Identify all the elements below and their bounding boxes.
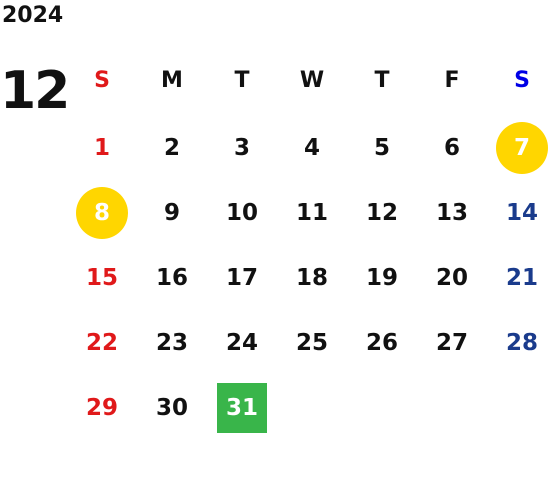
day-cell-8-highlighted[interactable]: 8 [67, 180, 137, 245]
day-number: 17 [225, 264, 258, 291]
day-cell-1[interactable]: 1 [67, 115, 137, 180]
day-number: 14 [505, 199, 538, 226]
day-number: 31 [225, 394, 258, 421]
weekday-header-thursday: T [347, 45, 417, 115]
day-cell-6[interactable]: 6 [417, 115, 487, 180]
weekday-header-monday: M [137, 45, 207, 115]
day-number: 10 [225, 199, 258, 226]
day-cell-5[interactable]: 5 [347, 115, 417, 180]
day-cell-12[interactable]: 12 [347, 180, 417, 245]
empty-cell [347, 375, 417, 440]
day-cell-22[interactable]: 22 [67, 310, 137, 375]
day-cell-17[interactable]: 17 [207, 245, 277, 310]
day-number: 28 [505, 329, 538, 356]
day-number: 2 [163, 134, 180, 161]
day-cell-4[interactable]: 4 [277, 115, 347, 180]
day-cell-27[interactable]: 27 [417, 310, 487, 375]
empty-cell [487, 375, 548, 440]
month-label: 12 [0, 61, 70, 121]
day-cell-9[interactable]: 9 [137, 180, 207, 245]
weekday-label: T [234, 67, 250, 93]
weekday-label: S [514, 67, 530, 93]
day-number: 25 [295, 329, 328, 356]
day-number: 26 [365, 329, 398, 356]
day-number: 30 [155, 394, 188, 421]
weekday-header-friday: F [417, 45, 487, 115]
day-cell-20[interactable]: 20 [417, 245, 487, 310]
day-cell-18[interactable]: 18 [277, 245, 347, 310]
weekday-header-wednesday: W [277, 45, 347, 115]
weekday-label: T [374, 67, 390, 93]
calendar-grid: S M T W T F S 1 2 3 4 5 6 7 8 9 10 11 12… [67, 45, 548, 440]
weekday-header-sunday: S [67, 45, 137, 115]
weekday-label: M [161, 67, 183, 93]
weekday-header-saturday: S [487, 45, 548, 115]
year-label: 2024 [2, 3, 64, 28]
weekday-label: W [299, 67, 325, 93]
day-number: 22 [85, 329, 118, 356]
day-number: 13 [435, 199, 468, 226]
day-cell-26[interactable]: 26 [347, 310, 417, 375]
day-number: 11 [295, 199, 328, 226]
day-number: 24 [225, 329, 258, 356]
day-number: 12 [365, 199, 398, 226]
day-number: 16 [155, 264, 188, 291]
day-number: 19 [365, 264, 398, 291]
day-number: 1 [93, 134, 110, 161]
day-cell-21[interactable]: 21 [487, 245, 548, 310]
day-number: 6 [443, 134, 460, 161]
day-number: 9 [163, 199, 180, 226]
day-number: 5 [373, 134, 390, 161]
day-cell-19[interactable]: 19 [347, 245, 417, 310]
empty-cell [417, 375, 487, 440]
day-cell-30[interactable]: 30 [137, 375, 207, 440]
day-number: 27 [435, 329, 468, 356]
day-cell-15[interactable]: 15 [67, 245, 137, 310]
day-number: 21 [505, 264, 538, 291]
day-number: 4 [303, 134, 320, 161]
day-number: 15 [85, 264, 118, 291]
day-cell-25[interactable]: 25 [277, 310, 347, 375]
empty-cell [277, 375, 347, 440]
day-cell-2[interactable]: 2 [137, 115, 207, 180]
day-cell-23[interactable]: 23 [137, 310, 207, 375]
day-cell-14[interactable]: 14 [487, 180, 548, 245]
weekday-header-tuesday: T [207, 45, 277, 115]
day-cell-16[interactable]: 16 [137, 245, 207, 310]
day-cell-11[interactable]: 11 [277, 180, 347, 245]
day-number: 18 [295, 264, 328, 291]
day-cell-24[interactable]: 24 [207, 310, 277, 375]
weekday-label: S [94, 67, 110, 93]
day-cell-31-highlighted[interactable]: 31 [207, 375, 277, 440]
day-cell-28[interactable]: 28 [487, 310, 548, 375]
day-cell-13[interactable]: 13 [417, 180, 487, 245]
day-number: 20 [435, 264, 468, 291]
day-number: 8 [93, 199, 110, 226]
day-number: 3 [233, 134, 250, 161]
day-cell-10[interactable]: 10 [207, 180, 277, 245]
weekday-label: F [444, 67, 460, 93]
day-number: 23 [155, 329, 188, 356]
day-number: 29 [85, 394, 118, 421]
day-number: 7 [513, 134, 530, 161]
day-cell-3[interactable]: 3 [207, 115, 277, 180]
day-cell-7-highlighted[interactable]: 7 [487, 115, 548, 180]
day-cell-29[interactable]: 29 [67, 375, 137, 440]
